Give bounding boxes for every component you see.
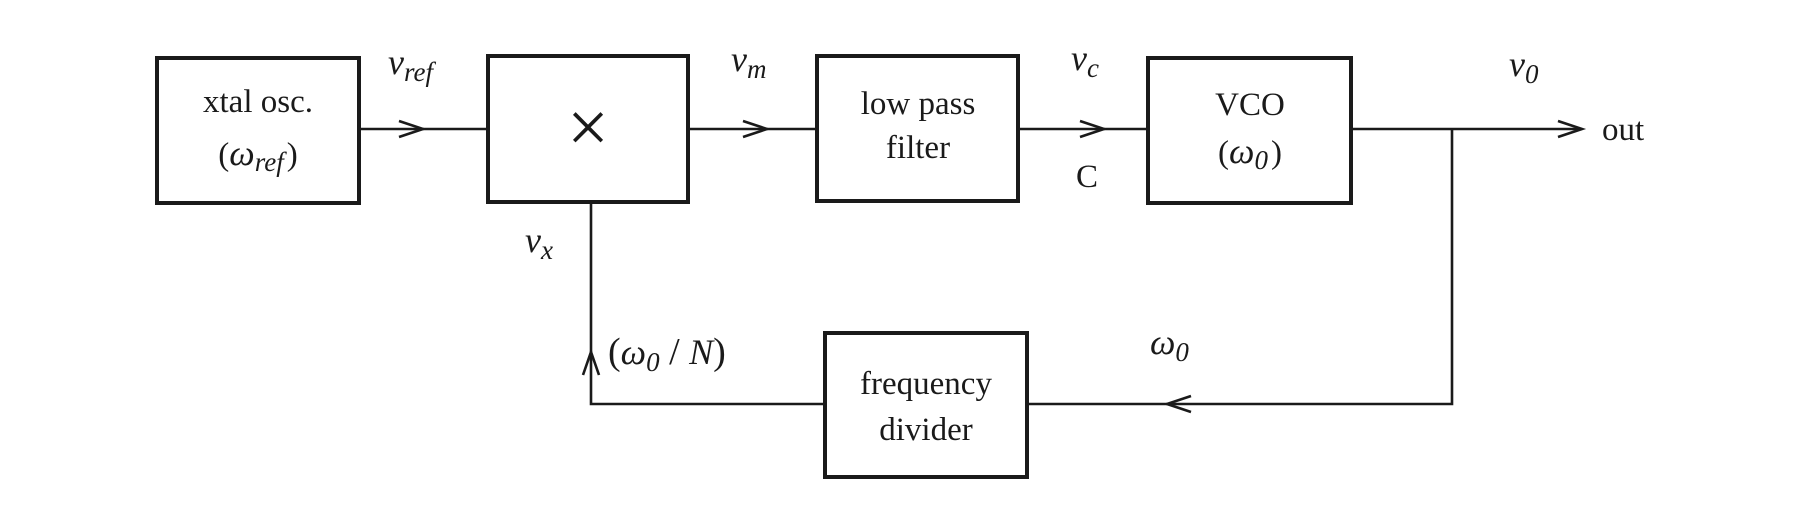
wire-divider-to-mixer (589, 202, 825, 406)
feedback-frequency-label: (ω0 / N) (608, 331, 726, 377)
vco-label-line2: (ω0) (1218, 131, 1282, 175)
xtal-label-line2: (ωref) (218, 133, 297, 177)
out-label: out (1602, 112, 1644, 148)
node-c-label: C (1076, 159, 1098, 195)
low-pass-filter-block (815, 54, 1020, 203)
lpf-label-line2: filter (886, 130, 950, 166)
signal-v-c: vc (1071, 38, 1099, 83)
signal-v-m: vm (731, 39, 766, 84)
arrowhead-omega0 (1162, 394, 1192, 414)
arrowhead-vref (398, 119, 428, 139)
xtal-label-line1: xtal osc. (203, 84, 313, 120)
vco-label-line1: VCO (1215, 87, 1285, 123)
multiply-symbol: × (567, 87, 609, 169)
arrowhead-vm (742, 119, 772, 139)
signal-v-x: vx (525, 220, 553, 265)
divider-label-line2: divider (879, 412, 972, 448)
arrowhead-out (1557, 119, 1587, 139)
signal-v-ref: vref (388, 42, 436, 87)
lpf-label-line1: low pass (861, 86, 976, 122)
mixer-block (486, 54, 690, 204)
xtal-oscillator-block (155, 56, 361, 205)
signal-omega-0: ω0 (1150, 322, 1189, 367)
arrowhead-vc (1079, 119, 1109, 139)
divider-label-line1: frequency (860, 366, 992, 402)
arrowhead-feedback (581, 348, 601, 376)
vco-block (1146, 56, 1353, 205)
signal-v-0: v0 (1509, 44, 1539, 89)
frequency-divider-block (823, 331, 1029, 479)
